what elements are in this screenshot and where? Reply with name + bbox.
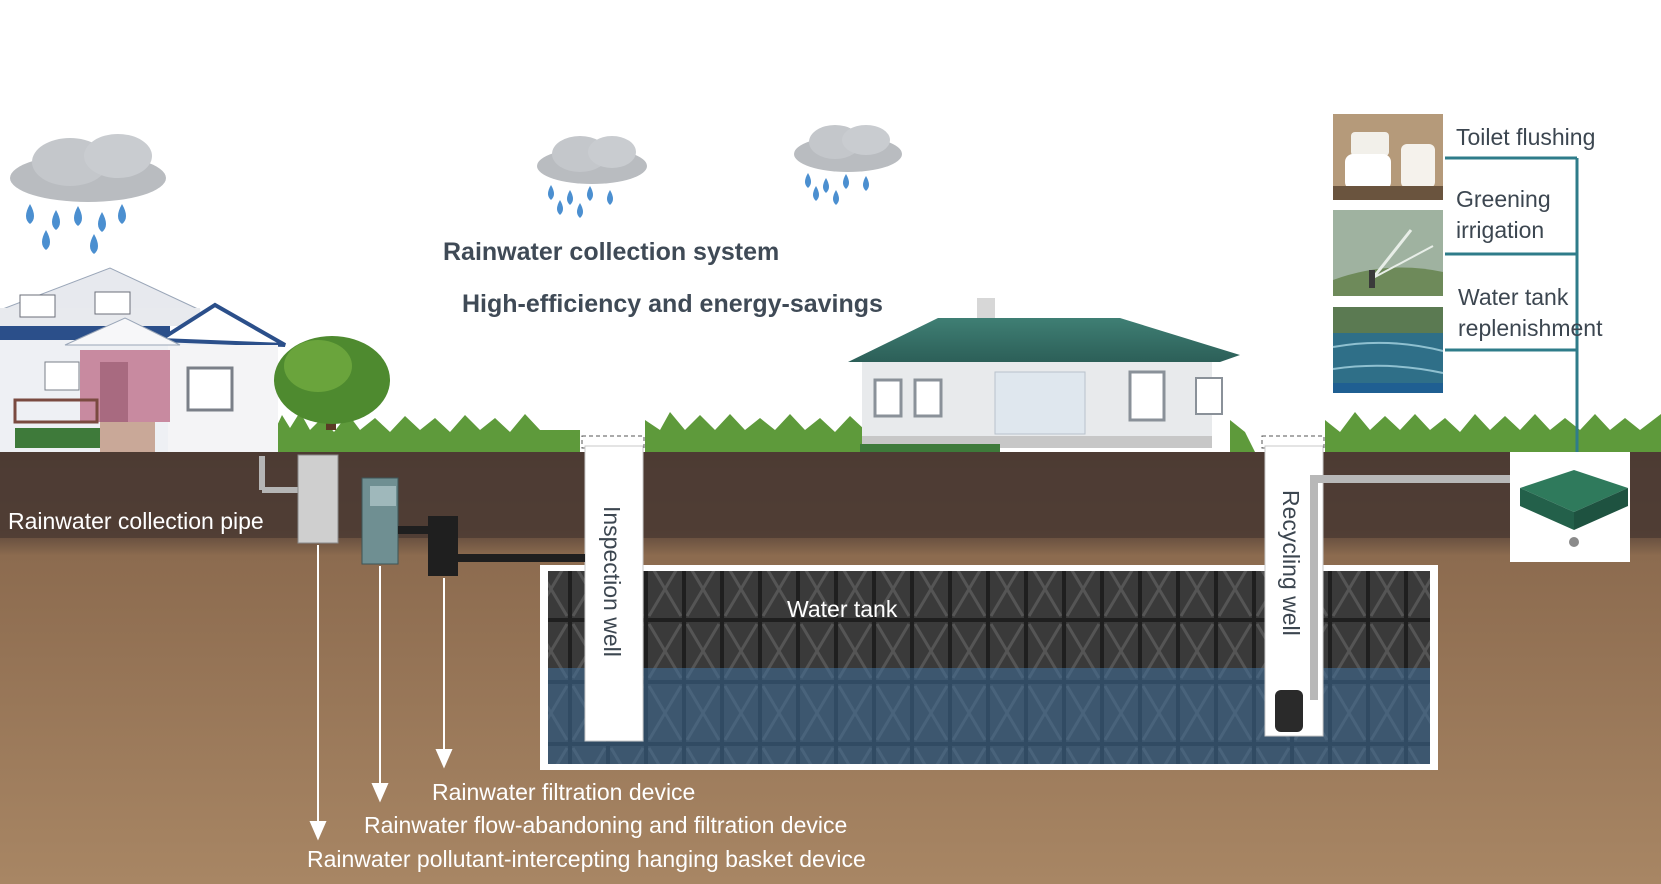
pond-photo (1332, 307, 1444, 393)
leader-arrows (309, 545, 453, 841)
use-greening-irrigation-label: Greening irrigation (1456, 186, 1551, 243)
page-subtitle: High-efficiency and energy-savings (462, 290, 883, 318)
inspection-well (581, 435, 645, 742)
use-water-tank-replenishment-label: Water tank replenishment (1458, 284, 1603, 341)
use-toilet-flushing-label: Toilet flushing (1456, 124, 1596, 150)
pump-station-icon (1510, 452, 1630, 562)
cloud-middle-icon (537, 136, 647, 218)
topsoil-band (0, 452, 1661, 538)
collection-pipe-fitting (259, 454, 339, 544)
recycling-well-label: Recycling well (1278, 490, 1304, 636)
flow-abandoning-device-label: Rainwater flow-abandoning and filtration… (364, 812, 848, 838)
filtration-device-icon (398, 516, 585, 576)
left-house-icon (0, 267, 286, 452)
cloud-left-icon (10, 134, 166, 254)
flow-abandoning-device-icon (361, 477, 399, 565)
tree-icon (274, 336, 390, 430)
inspection-well-label: Inspection well (599, 506, 625, 657)
supply-pipe (1445, 156, 1579, 452)
basket-device-label: Rainwater pollutant-intercepting hanging… (307, 846, 866, 872)
filtration-device-label: Rainwater filtration device (432, 779, 696, 805)
sprinkler-photo (1333, 210, 1443, 296)
water-tank-label: Water tank (787, 596, 898, 622)
toilet-photo (1333, 114, 1443, 200)
page-title: Rainwater collection system (443, 238, 780, 266)
cloud-right-icon (794, 125, 902, 205)
collection-pipe-label: Rainwater collection pipe (8, 508, 264, 534)
recycling-well (1261, 435, 1510, 737)
middle-house-icon (848, 298, 1240, 452)
